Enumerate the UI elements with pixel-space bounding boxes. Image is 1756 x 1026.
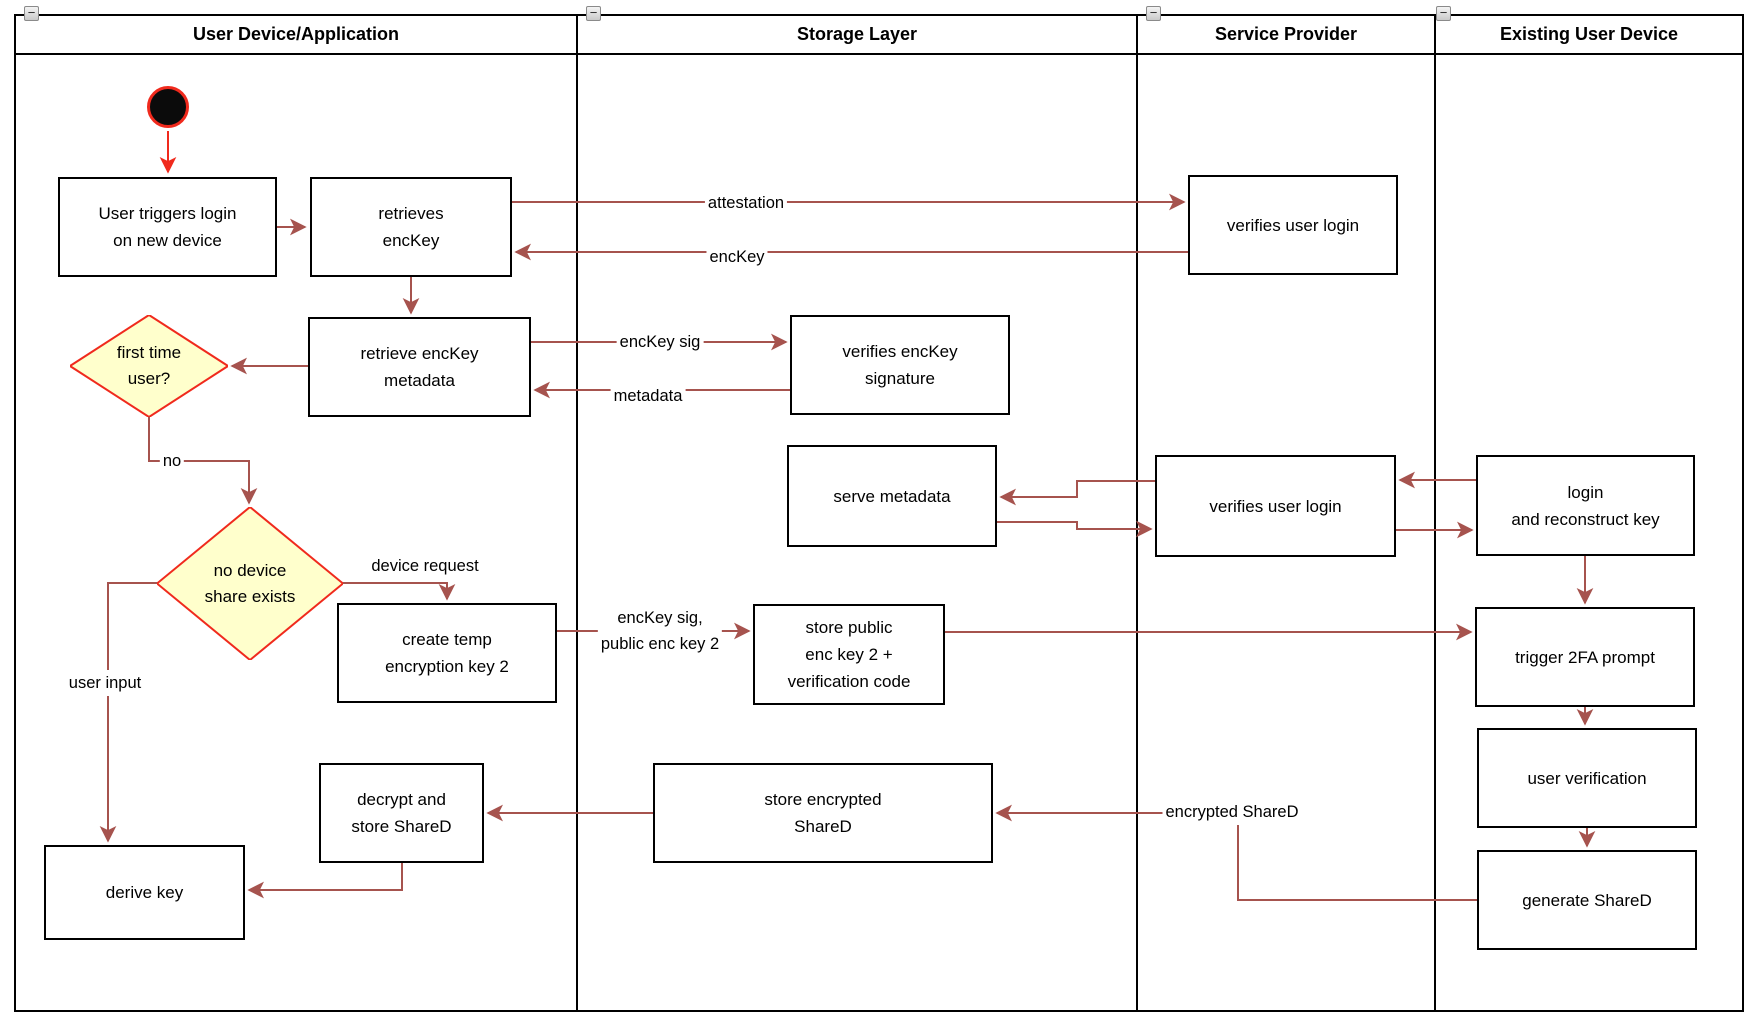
header-divider [14, 53, 1744, 55]
edge-label-encrypted-shared[interactable]: encrypted ShareD [1162, 799, 1302, 825]
collapse-icon[interactable]: − [24, 6, 39, 21]
collapse-icon[interactable]: − [1436, 6, 1451, 21]
lane-header-storage-layer[interactable]: Storage Layer [578, 16, 1136, 53]
start-node[interactable] [147, 86, 189, 128]
edge-decrypt-to-derive[interactable] [247, 863, 403, 899]
edge-label-no[interactable]: no [159, 448, 185, 474]
activity-retrieve-enckey-metadata[interactable]: retrieve encKey metadata [308, 317, 531, 417]
activity-verifies-enckey-signature[interactable]: verifies encKey signature [790, 315, 1010, 415]
activity-login-reconstruct-key[interactable]: login and reconstruct key [1476, 455, 1695, 556]
activity-retrieves-enckey[interactable]: retrieves encKey [310, 177, 512, 277]
activity-decrypt-store-shared[interactable]: decrypt and store ShareD [319, 763, 484, 863]
edge-verifylogin-to-servemetadata[interactable] [999, 480, 1155, 506]
activity-store-public-key[interactable]: store public enc key 2 + verification co… [753, 604, 945, 705]
edge-label-enckey[interactable]: encKey [706, 244, 768, 270]
edge-device-request[interactable] [343, 582, 456, 601]
lane-header-existing-device[interactable]: Existing User Device [1436, 16, 1742, 53]
edge-encrypted-shared[interactable] [995, 804, 1477, 901]
activity-user-verification[interactable]: user verification [1477, 728, 1697, 828]
activity-verifies-user-login-mid[interactable]: verifies user login [1155, 455, 1396, 557]
collapse-icon[interactable]: − [586, 6, 601, 21]
activity-create-temp-key[interactable]: create temp encryption key 2 [337, 603, 557, 703]
activity-serve-metadata[interactable]: serve metadata [787, 445, 997, 547]
activity-trigger-2fa[interactable]: trigger 2FA prompt [1475, 607, 1695, 707]
activity-verifies-user-login-top[interactable]: verifies user login [1188, 175, 1398, 275]
lane-header-user-device[interactable]: User Device/Application [16, 16, 576, 53]
edge-label-user-input[interactable]: user input [65, 670, 145, 696]
lane-title: User Device/Application [192, 24, 400, 44]
activity-generate-shared[interactable]: generate ShareD [1477, 850, 1697, 950]
lane-divider-1 [576, 14, 578, 1012]
lane-title: Existing User Device [1499, 24, 1679, 44]
edge-user-input[interactable] [99, 582, 157, 843]
edge-no-branch[interactable] [148, 417, 258, 505]
lane-title: Service Provider [1214, 24, 1358, 44]
edge-label-metadata[interactable]: metadata [610, 383, 686, 409]
edge-label-enckey-sig[interactable]: encKey sig [616, 329, 704, 355]
lane-header-service-provider[interactable]: Service Provider [1138, 16, 1434, 53]
lane-divider-2 [1136, 14, 1138, 1012]
decision-label: no device share exists [204, 560, 296, 606]
edge-servemetadata-to-verifylogin[interactable] [997, 520, 1153, 538]
lane-title: Storage Layer [796, 24, 918, 44]
activity-derive-key[interactable]: derive key [44, 845, 245, 940]
activity-store-encrypted-shared[interactable]: store encrypted ShareD [653, 763, 993, 863]
collapse-icon[interactable]: − [1146, 6, 1161, 21]
lane-divider-3 [1434, 14, 1436, 1012]
decision-no-device-share[interactable]: no device share exists [157, 507, 343, 660]
pool-border [14, 14, 1744, 1012]
edge-label-attestation[interactable]: attestation [704, 190, 788, 216]
edge-label-device-request[interactable]: device request [368, 553, 482, 579]
edge-label-enckey-sig-public[interactable]: encKey sig, public enc key 2 [597, 605, 723, 657]
decision-label: first time user? [116, 343, 182, 388]
activity-user-triggers-login[interactable]: User triggers login on new device [58, 177, 277, 277]
decision-first-time-user[interactable]: first time user? [70, 315, 228, 417]
